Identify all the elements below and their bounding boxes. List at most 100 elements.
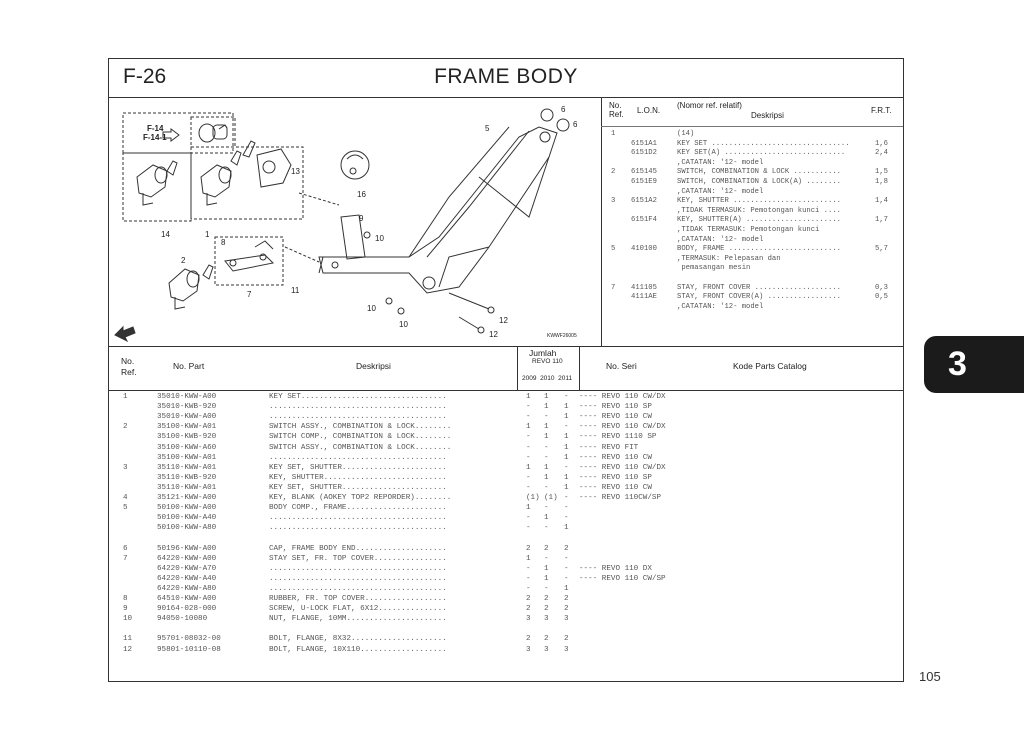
- parts-cell-desc: .......................................: [269, 574, 447, 583]
- reference-cell-desc: ,CATATAN: '12- model: [677, 302, 764, 311]
- parts-cell-part: 50100-KWW-A40: [157, 514, 217, 523]
- nut-10-b: [385, 297, 393, 305]
- front-direction-arrow: [114, 325, 136, 343]
- callout: F-14: [147, 124, 164, 133]
- parts-cell-desc: SWITCH COMP., COMBINATION & LOCK........: [269, 433, 452, 442]
- parts-cell-kode: ---- REVO 110 CW/DX: [579, 393, 666, 401]
- callout: 6: [561, 105, 566, 114]
- inset-box-14: [122, 152, 192, 222]
- bolt-12-lower: [458, 316, 480, 330]
- parts-header-ref: Ref.: [121, 367, 137, 377]
- parts-cell-q2: -: [544, 504, 549, 513]
- parts-cell-desc: CAP, FRAME BODY END....................: [269, 544, 447, 553]
- parts-cell-no: 10: [123, 615, 133, 624]
- parts-cell-q3: 2: [564, 605, 569, 614]
- parts-cell-kode: ---- REVO 110 CW/DX: [579, 463, 666, 472]
- parts-cell-q1: 2: [526, 605, 531, 614]
- callout: 10: [375, 234, 384, 243]
- parts-cell-q2: 2: [544, 544, 549, 553]
- parts-row: 64220-KWW-A70...........................…: [109, 564, 903, 574]
- parts-cell-q1: 1: [526, 393, 531, 401]
- parts-header-kode: Kode Parts Catalog: [733, 361, 807, 371]
- parts-row: 12 95801-10110-08 BOLT, FLANGE, 10X110....…: [109, 645, 903, 655]
- frame-cap-16: [340, 150, 370, 180]
- parts-cell-no: 6: [123, 544, 128, 553]
- parts-cell-q3: -: [564, 463, 569, 472]
- parts-cell-kode: ---- REVO 110 CW/DX: [579, 423, 666, 432]
- parts-row: 50100-KWW-A40...........................…: [109, 513, 903, 523]
- parts-cell-kode: ---- REVO 1110 SP: [579, 433, 657, 442]
- parts-cell-part: 35010-KWW-A00: [157, 393, 217, 401]
- parts-cell-no: 7: [123, 554, 128, 563]
- parts-cell-q2: -: [544, 413, 549, 422]
- parts-cell-q2: 1: [544, 564, 549, 573]
- parts-cell-desc: .......................................: [269, 403, 447, 412]
- reference-cell-lon: 4111AE: [631, 293, 657, 302]
- parts-cell-q1: -: [526, 584, 531, 593]
- parts-cell-part: 64220-KWW-A00: [157, 554, 217, 563]
- parts-cell-desc: BOLT, FLANGE, 10X110...................: [269, 645, 447, 654]
- switch-assembly-14: [136, 160, 178, 206]
- parts-cell-q1: -: [526, 443, 531, 452]
- parts-cell-desc: BODY COMP., FRAME......................: [269, 504, 447, 513]
- reference-cell-lon: 615145: [631, 168, 657, 177]
- parts-cell-q1: -: [526, 564, 531, 573]
- reference-cell-lon: 6151E9: [631, 178, 657, 186]
- parts-cell-q2: 3: [544, 645, 549, 654]
- callout: 8: [221, 238, 226, 247]
- parts-cell-q2: 1: [544, 574, 549, 583]
- parts-cell-q1: -: [526, 574, 531, 583]
- parts-cell-desc: .......................................: [269, 413, 447, 422]
- ref-header-desc: Deskripsi: [751, 111, 784, 120]
- callout: 13: [291, 167, 300, 176]
- parts-row: 35010-KWB-920...........................…: [109, 402, 903, 412]
- reference-cell-no: 2: [611, 168, 616, 177]
- parts-cell-part: 35100-KWB-920: [157, 433, 217, 442]
- reference-cell-desc: KEY SET(A) ............................: [677, 149, 846, 158]
- parts-cell-q2: -: [544, 453, 549, 462]
- parts-cell-no: 12: [123, 645, 133, 654]
- reference-cell-lon: 411105: [631, 283, 657, 292]
- parts-cell-q1: -: [526, 514, 531, 523]
- diagram-code: KWWF26005: [547, 333, 577, 339]
- reference-cell-no: 3: [611, 197, 616, 206]
- parts-cell-q2: 1: [544, 473, 549, 482]
- parts-cell-part: 95801-10110-08: [157, 645, 221, 654]
- parts-row: 64220-KWW-A80...........................…: [109, 584, 903, 594]
- parts-cell-kode: ---- REVO 110 DX: [579, 564, 652, 573]
- reference-cell-frt: 2,4: [875, 149, 888, 158]
- parts-cell-part: 64220-KWW-A80: [157, 584, 217, 593]
- parts-cell-q3: -: [564, 574, 569, 583]
- parts-cell-part: 90164-028-000: [157, 605, 217, 614]
- parts-cell-q1: -: [526, 473, 531, 482]
- parts-cell-q1: 1: [526, 554, 531, 563]
- frame-cap-6-bottom: [556, 118, 570, 132]
- parts-cell-part: 35110-KWW-A01: [157, 463, 217, 472]
- reference-table: No. Ref. L.O.N. (Nomor ref. relatif) Des…: [601, 97, 903, 346]
- callout: 9: [359, 214, 364, 223]
- parts-cell-q1: (1): [526, 494, 540, 502]
- parts-cell-q3: 1: [564, 483, 569, 492]
- parts-cell-q2: 2: [544, 605, 549, 614]
- parts-header-no: No.: [121, 356, 135, 366]
- parts-header-model: REVO 110: [532, 358, 563, 365]
- callout: 7: [247, 290, 252, 299]
- ref-header-no: No.: [609, 101, 622, 110]
- parts-cell-q2: 1: [544, 463, 549, 472]
- parts-cell-desc: .......................................: [269, 584, 447, 593]
- frame-body-5: [318, 126, 558, 294]
- parts-cell-q3: 3: [564, 645, 569, 654]
- parts-cell-part: 50100-KWW-A80: [157, 524, 217, 533]
- parts-cell-part: 64510-KWW-A00: [157, 595, 217, 603]
- parts-cell-part: 35121-KWW-A00: [157, 494, 217, 502]
- parts-header-jumlah: Jumlah: [529, 348, 557, 358]
- parts-cell-part: 35010-KWB-920: [157, 403, 217, 412]
- parts-cell-part: 50100-KWW-A00: [157, 504, 217, 513]
- reference-cell-lon: 410100: [631, 245, 657, 254]
- parts-cell-q1: 3: [526, 645, 531, 654]
